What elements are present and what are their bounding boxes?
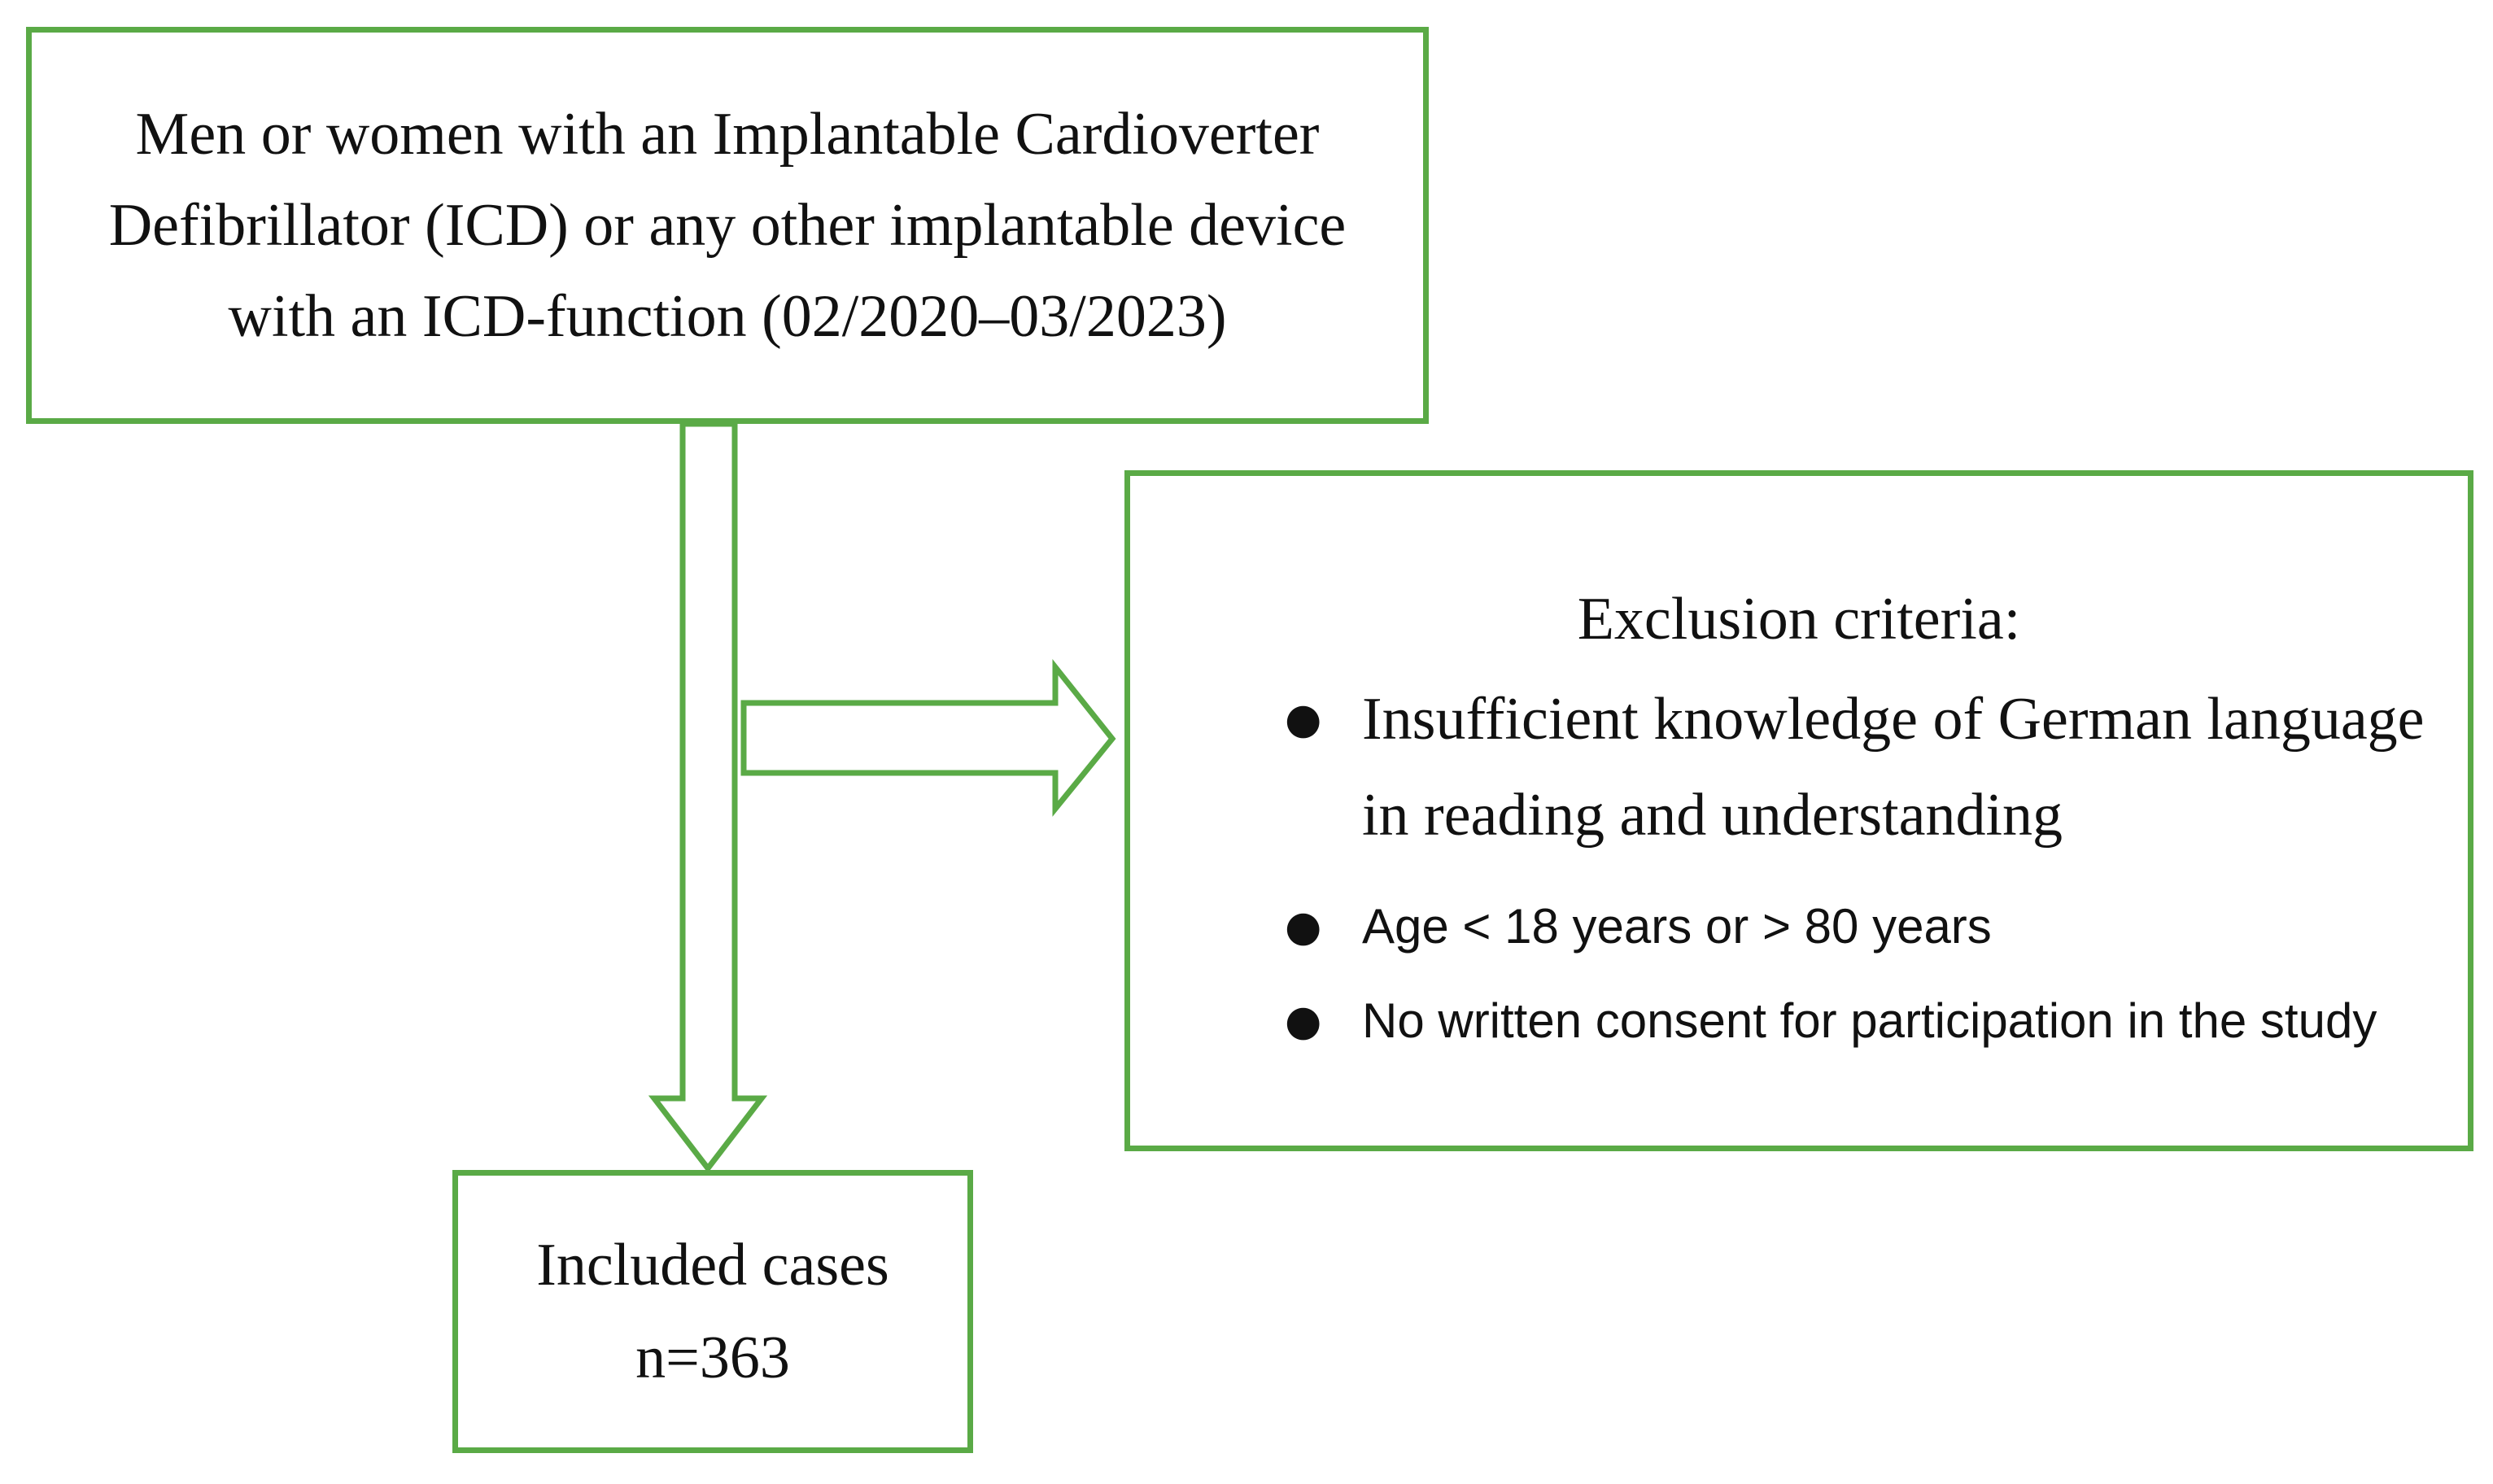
down-arrow	[648, 421, 768, 1173]
bullet-icon: ●	[1285, 902, 1322, 951]
exclusion-item-text: No written consent for participation in …	[1362, 993, 2377, 1048]
exclusion-criteria-box: Exclusion criteria: ● Insufficient knowl…	[1124, 470, 2473, 1151]
included-label: Included cases	[536, 1232, 889, 1298]
population-box: Men or women with an Implantable Cardiov…	[26, 27, 1429, 424]
exclusion-heading: Exclusion criteria:	[1577, 586, 2021, 653]
included-count: n=363	[635, 1325, 790, 1391]
right-arrow	[740, 658, 1116, 817]
exclusion-item: ● Age < 18 years or > 80 years	[1285, 879, 2444, 974]
bullet-icon: ●	[1285, 695, 1322, 744]
exclusion-item: ● Insufficient knowledge of German langu…	[1285, 671, 2444, 863]
exclusion-item-text: Insufficient knowledge of German languag…	[1362, 686, 2425, 849]
included-cases-box: Included cases n=363	[452, 1170, 973, 1453]
population-text: Men or women with an Implantable Cardiov…	[108, 101, 1347, 350]
bullet-icon: ●	[1285, 997, 1322, 1045]
exclusion-item-text: Age < 18 years or > 80 years	[1362, 899, 1992, 954]
exclusion-item: ● No written consent for participation i…	[1285, 974, 2444, 1068]
